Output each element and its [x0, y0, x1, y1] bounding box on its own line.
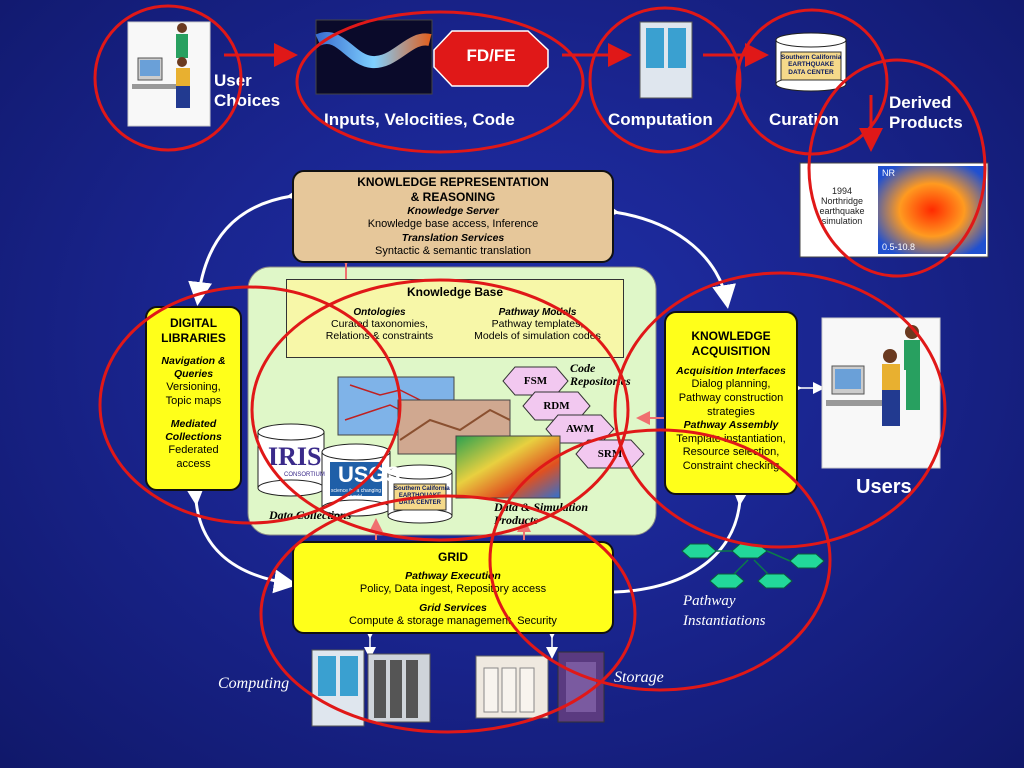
krr-server-desc: Knowledge base access, Inference	[367, 218, 539, 231]
digital-libraries-box: DIGITAL LIBRARIES Navigation & Queries V…	[145, 306, 242, 491]
code-awm: AWM	[565, 423, 595, 435]
curation-label: Curation	[769, 110, 839, 129]
ka-interfaces: Acquisition Interfaces	[676, 365, 786, 377]
northridge-nr-label: NR	[882, 168, 895, 178]
arrow-krr-dl	[188, 181, 312, 306]
iris-logo: IRIS	[268, 442, 322, 471]
grid-pathway-execution-desc: Policy, Data ingest, Repository access	[359, 583, 547, 596]
northridge-range-label: 0.5-10.8	[882, 242, 916, 252]
storage-array-a	[475, 655, 549, 719]
krr-translation: Translation Services	[401, 231, 505, 244]
knowledge-acquisition-box: KNOWLEDGE ACQUISITION Acquisition Interf…	[664, 311, 798, 495]
data-products-label: Data & Simulation Products	[494, 500, 589, 528]
computation-label: Computation	[608, 110, 713, 129]
users-label: Users	[856, 476, 912, 498]
curation-can-label: Southern California EARTHQUAKE DATA CENT…	[781, 54, 842, 76]
northridge-caption: 1994 Northridge earthquake simulation	[819, 186, 865, 226]
ka-assembly-desc: Template instantiation, Resource selecti…	[676, 432, 786, 473]
grid-pathway-execution: Pathway Execution	[405, 570, 501, 582]
krr-translation-desc: Syntactic & semantic translation	[375, 245, 531, 257]
krr-title: KNOWLEDGE REPRESENTATION & REASONING	[357, 175, 549, 204]
northridge-heatmap	[878, 166, 986, 254]
dl-navigation-desc: Versioning, Topic maps	[165, 381, 222, 407]
kb-ontologies-desc: Curated taxonomies, Relations & constrai…	[325, 318, 434, 342]
derived-products-label: Derived Products	[889, 93, 963, 132]
scec-can-label: Southern California EARTHQUAKE DATA CENT…	[394, 486, 450, 506]
dl-mediated-desc: Federated access	[168, 444, 219, 470]
iris-logo-sub: CONSORTIUM	[284, 472, 325, 478]
ka-title: KNOWLEDGE ACQUISITION	[691, 329, 771, 358]
grid-services-desc: Compute & storage management, Security	[349, 615, 557, 627]
code-fsm: FSM	[523, 375, 548, 387]
pathway-instantiations-label: Pathway Instantiations	[683, 593, 766, 629]
dl-navigation: Navigation & Queries	[161, 355, 226, 381]
code-repositories-label: Code Repositories	[570, 361, 631, 389]
ka-assembly: Pathway Assembly	[683, 419, 779, 432]
ka-interfaces-desc: Dialog planning, Pathway construction st…	[678, 378, 784, 418]
velocity-map-image	[455, 435, 561, 499]
code-srm: SRM	[597, 448, 623, 460]
computing-cluster-a	[311, 649, 365, 727]
kb-pathway-models-desc: Pathway templates, Models of simulation …	[474, 318, 601, 342]
fdfe-label: FD/FE	[466, 46, 516, 65]
krr-server: Knowledge Server	[407, 205, 499, 217]
kb-ontologies: Ontologies	[353, 307, 406, 318]
grid-title: GRID	[438, 550, 468, 564]
storage-array-b	[557, 651, 605, 723]
knowledge-representation-box: KNOWLEDGE REPRESENTATION & REASONING Kno…	[292, 170, 614, 263]
computation-server	[639, 21, 693, 99]
data-collections-label: Data Collections	[269, 508, 352, 522]
usgs-logo-sub: science for a changing world	[330, 488, 382, 500]
knowledge-base-box: Knowledge Base Ontologies Curated taxono…	[286, 279, 624, 358]
usgs-logo: USGS	[338, 462, 401, 487]
user-figure-top	[127, 21, 211, 127]
grid-box: GRID Pathway Execution Policy, Data inge…	[292, 541, 614, 634]
code-rdm: RDM	[543, 400, 570, 412]
inputs-label: Inputs, Velocities, Code	[324, 110, 515, 129]
grid-services: Grid Services	[419, 601, 487, 614]
kb-pathway-models: Pathway Models	[498, 307, 577, 318]
user-figure-right	[821, 317, 941, 469]
kb-title: Knowledge Base	[406, 285, 504, 299]
computing-label: Computing	[218, 675, 290, 692]
user-choices-label: User Choices	[214, 71, 281, 110]
dl-mediated: Mediated Collections	[165, 417, 222, 443]
storage-label: Storage	[614, 669, 664, 686]
dl-title: DIGITAL LIBRARIES	[161, 316, 226, 345]
computing-cluster-b	[367, 653, 431, 723]
